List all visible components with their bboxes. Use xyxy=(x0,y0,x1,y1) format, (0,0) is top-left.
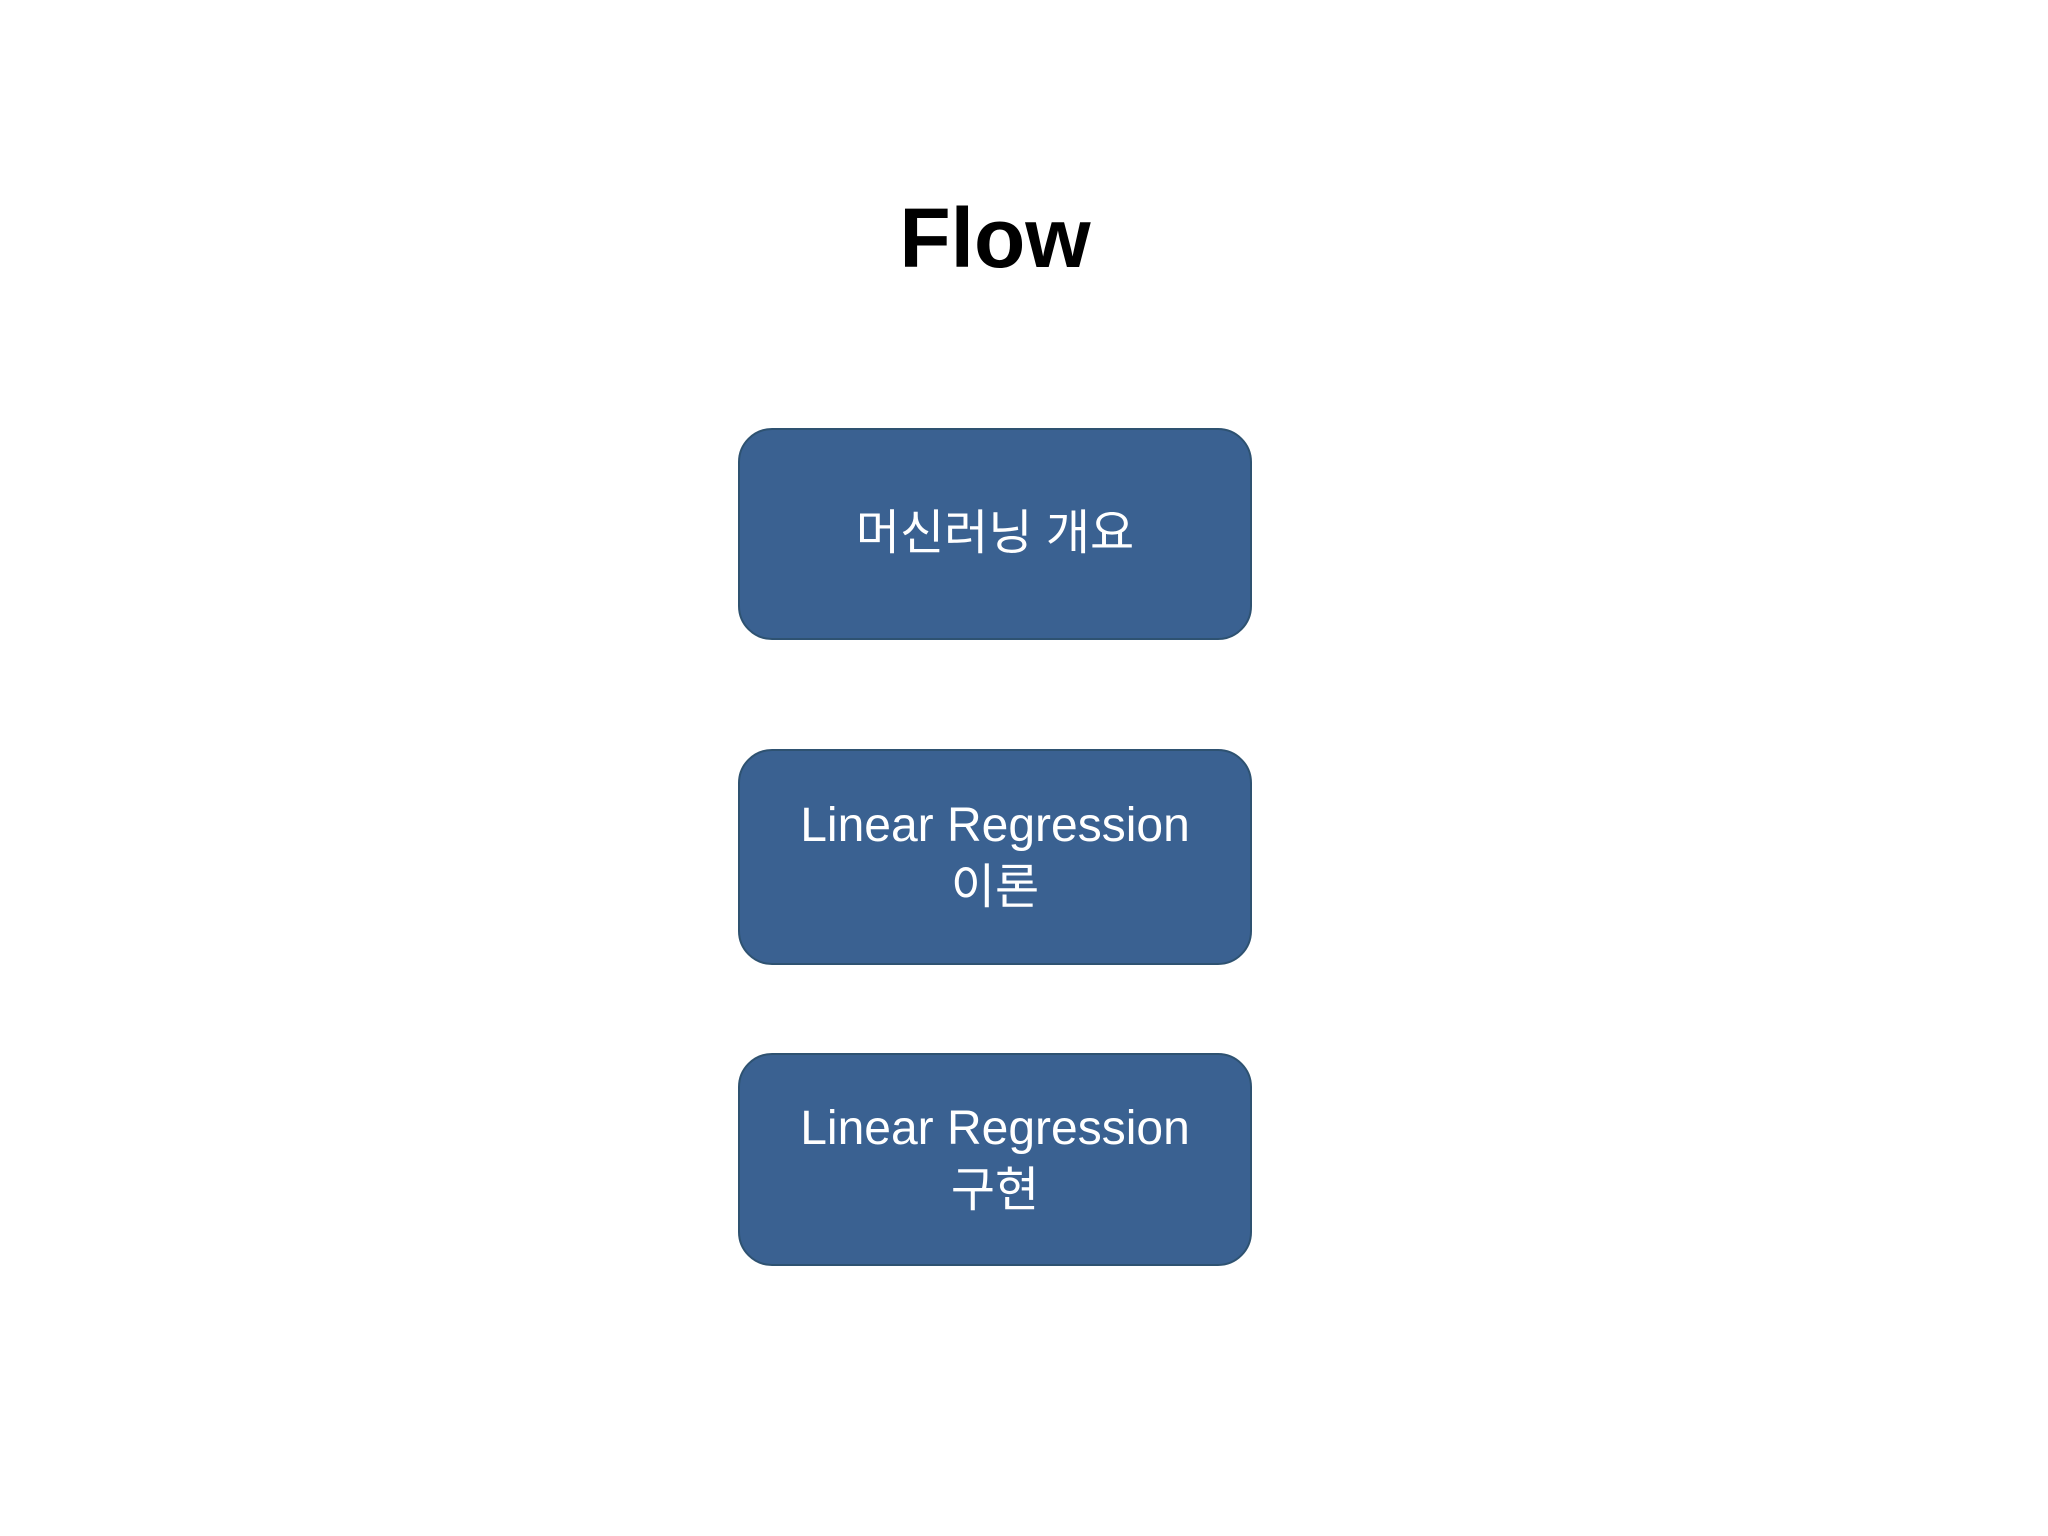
flow-column: Flow 머신러닝 개요 Linear Regression 이론 Linear… xyxy=(738,0,1252,1536)
flow-step-label: 머신러닝 개요 xyxy=(855,507,1135,560)
flow-step-machine-learning-overview: 머신러닝 개요 xyxy=(738,428,1252,640)
flow-step-label: 구현 xyxy=(950,1163,1040,1217)
slide-title: Flow xyxy=(899,191,1091,285)
flow-step-label: Linear Regression xyxy=(800,799,1190,852)
flow-step-label: 이론 xyxy=(950,861,1040,914)
flow-step-linear-regression-implementation: Linear Regression 구현 xyxy=(738,1053,1252,1266)
flow-step-label: Linear Regression xyxy=(800,1101,1190,1155)
flow-step-linear-regression-theory: Linear Regression 이론 xyxy=(738,749,1252,965)
